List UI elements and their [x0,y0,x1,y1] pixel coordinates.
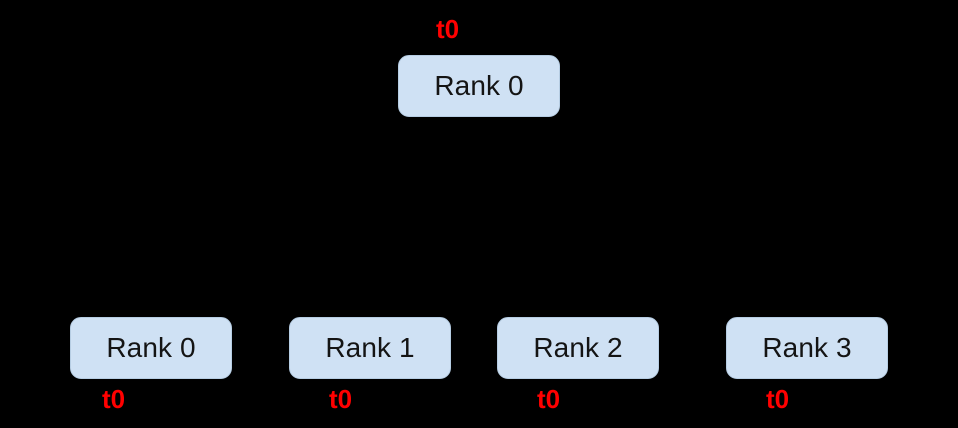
rank-node-leaf-2-label: Rank 2 [533,332,623,363]
rank-node-leaf-3[interactable]: Rank 3 [726,317,888,379]
rank-node-root-label: Rank 0 [434,70,524,101]
root-time-label: t0 [436,14,460,44]
rank-node-leaf-0[interactable]: Rank 0 [70,317,232,379]
leaf-0-time-label: t0 [102,384,126,414]
leaf-2-time-label: t0 [537,384,561,414]
rank-node-leaf-3-label: Rank 3 [762,332,852,363]
leaf-1-time-label: t0 [329,384,353,414]
rank-node-leaf-2[interactable]: Rank 2 [497,317,659,379]
rank-node-root[interactable]: Rank 0 [398,55,560,117]
rank-node-leaf-1-label: Rank 1 [325,332,415,363]
leaf-3-time-label: t0 [766,384,790,414]
rank-node-leaf-0-label: Rank 0 [106,332,196,363]
rank-node-leaf-1[interactable]: Rank 1 [289,317,451,379]
